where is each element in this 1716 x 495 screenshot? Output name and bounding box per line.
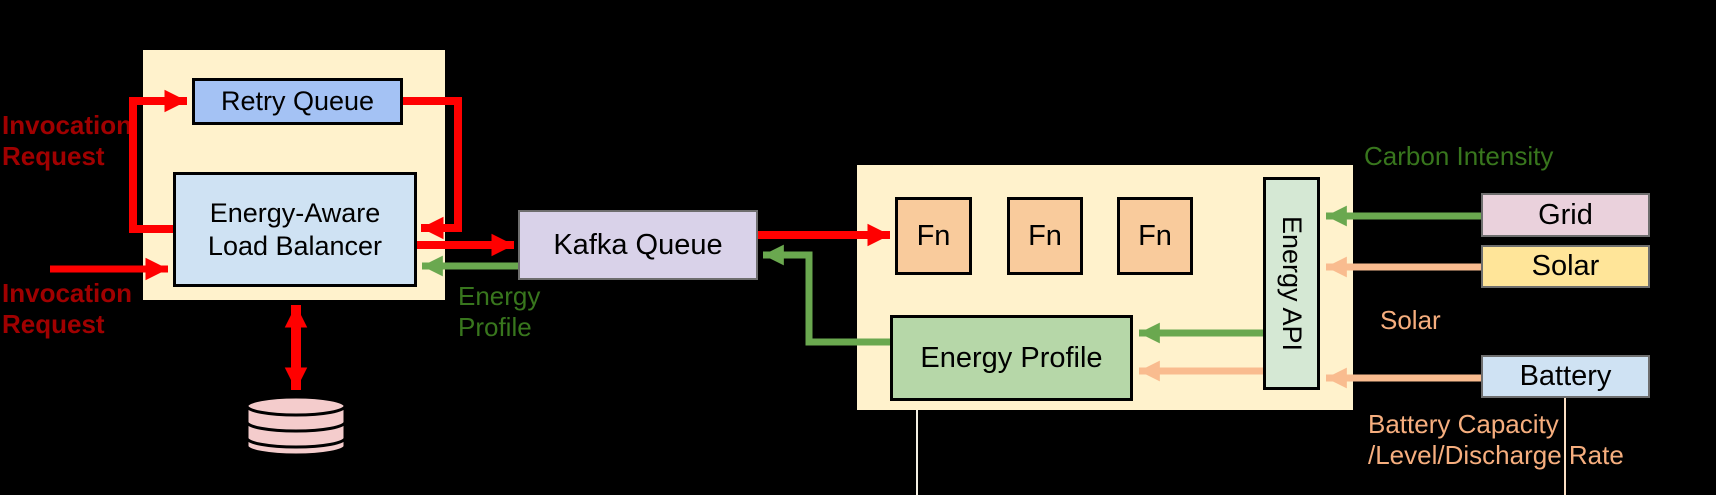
energy-profile-box-label: Energy Profile <box>920 341 1103 374</box>
energy-api-label: Energy API <box>1277 215 1307 352</box>
grid-node: Grid <box>1481 193 1650 237</box>
solar-node: Solar <box>1481 245 1650 288</box>
fn-node-1: Fn <box>895 197 972 275</box>
carbon-intensity-label: Carbon Intensity <box>1364 141 1554 171</box>
fn-node-3: Fn <box>1117 197 1193 275</box>
load-balancer-node: Energy-Aware Load Balancer <box>173 172 417 287</box>
retry-queue-label: Retry Queue <box>220 86 375 116</box>
energy-profile-flow-label: Energy Profile <box>458 281 541 342</box>
battery-node: Battery <box>1481 355 1650 398</box>
solar-flow-label: Solar <box>1380 305 1441 335</box>
fn-node-2: Fn <box>1007 197 1083 275</box>
kafka-queue-node: Kafka Queue <box>518 210 758 280</box>
grid-label: Grid <box>1538 198 1593 231</box>
kafka-queue-label: Kafka Queue <box>553 228 723 261</box>
fn-label: Fn <box>916 219 951 252</box>
energy-profile-node: Energy Profile <box>890 315 1133 401</box>
solar-label: Solar <box>1531 250 1600 282</box>
invocation-request-label-left: Invocation Request <box>2 278 133 339</box>
database-icon <box>245 395 347 457</box>
invocation-request-label-top: Invocation Request <box>2 110 133 171</box>
fn-label: Fn <box>1028 219 1062 252</box>
load-balancer-label-line1: Energy-Aware <box>209 197 381 228</box>
fn-label: Fn <box>1138 219 1172 252</box>
retry-queue-node: Retry Queue <box>192 78 403 125</box>
battery-label: Battery <box>1519 360 1612 392</box>
load-balancer-label-line2: Load Balancer <box>207 230 383 261</box>
energy-api-node <box>1263 177 1320 390</box>
battery-flow-label: Battery Capacity /Level/Discharge Rate <box>1368 409 1624 470</box>
